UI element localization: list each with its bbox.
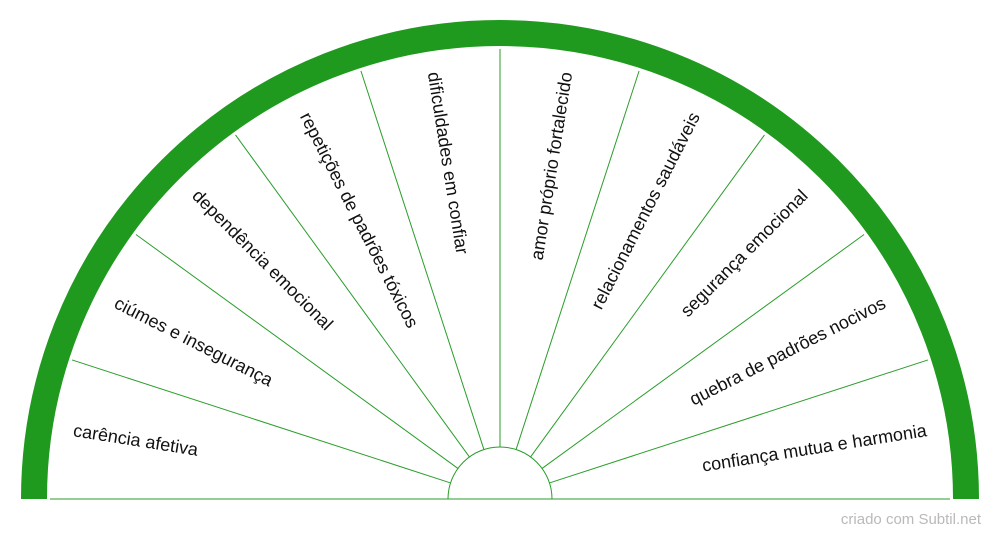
segment-label: amor próprio fortalecido [527, 71, 576, 262]
credit-text: criado com Subtil.net [840, 511, 981, 528]
segment-divider [235, 134, 470, 458]
segment-divider [515, 70, 640, 450]
segment-divider [360, 70, 485, 450]
segment-dividers [50, 49, 950, 500]
segment-label: dificuldades em confiar [424, 71, 473, 256]
segment-divider [549, 359, 929, 484]
segment-label: quebra de padrões nocivos [686, 293, 889, 409]
segment-label: ciúmes e insegurança [111, 293, 277, 391]
segment-divider [71, 359, 451, 484]
segment-divider [541, 234, 865, 469]
outer-rim [21, 20, 979, 500]
segment-label: carência afetiva [72, 420, 201, 460]
segment-divider [135, 234, 459, 469]
segment-label: relacionamentos saudáveis [587, 109, 704, 312]
segment-label: dependência emocional [188, 186, 337, 335]
segment-label: segurança emocional [677, 186, 812, 321]
center-hub [447, 446, 553, 500]
segment-label: confiança mutua e harmonia [701, 420, 929, 475]
segment-divider [530, 134, 765, 458]
